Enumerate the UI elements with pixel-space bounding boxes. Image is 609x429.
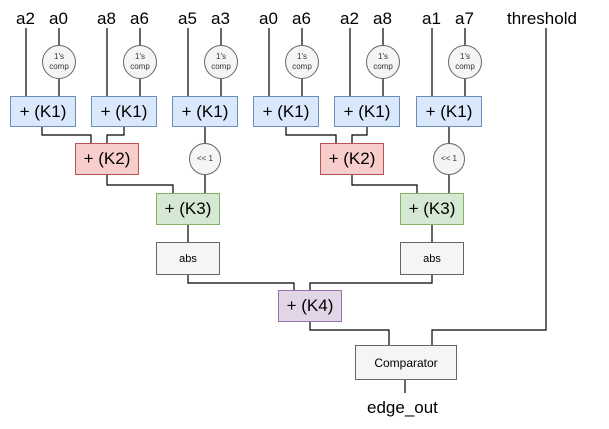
adder-k1: + (K1) <box>253 96 319 127</box>
input-label-a0: a0 <box>259 9 278 28</box>
shift-left-node: << 1 <box>433 143 465 175</box>
input-label-a2: a2 <box>340 9 359 28</box>
input-label-a0: a0 <box>49 9 68 28</box>
input-label-a8: a8 <box>97 9 116 28</box>
shift-left-label: << 1 <box>440 154 457 163</box>
adder-k1: + (K1) <box>91 96 157 127</box>
adder-k1: + (K1) <box>172 96 238 127</box>
ones-comp-line1: 1's <box>460 52 470 61</box>
input-label-a7: a7 <box>455 9 474 28</box>
ones-complement-node: 1's comp <box>366 45 400 79</box>
ones-comp-line2: comp <box>49 62 69 71</box>
adder-k1: + (K1) <box>416 96 482 127</box>
adder-k3: + (K3) <box>156 193 220 225</box>
ones-comp-line2: comp <box>292 62 312 71</box>
abs-block: abs <box>156 242 220 275</box>
adder-k4: + (K4) <box>278 290 342 322</box>
input-label-a3: a3 <box>211 9 230 28</box>
shift-left-label: << 1 <box>196 154 213 163</box>
comparator-block: Comparator <box>355 345 457 380</box>
ones-complement-node: 1's comp <box>285 45 319 79</box>
adder-k2: + (K2) <box>320 143 384 175</box>
ones-complement-node: 1's comp <box>42 45 76 79</box>
ones-comp-line2: comp <box>373 62 393 71</box>
ones-complement-node: 1's comp <box>204 45 238 79</box>
adder-k1: + (K1) <box>10 96 76 127</box>
ones-comp-line2: comp <box>211 62 231 71</box>
adder-k2: + (K2) <box>75 143 139 175</box>
ones-comp-line2: comp <box>130 62 150 71</box>
input-label-a2: a2 <box>16 9 35 28</box>
ones-comp-line1: 1's <box>297 52 307 61</box>
output-label: edge_out <box>367 398 438 417</box>
ones-comp-line1: 1's <box>378 52 388 61</box>
ones-comp-line1: 1's <box>54 52 64 61</box>
ones-comp-line2: comp <box>455 62 475 71</box>
shift-left-node: << 1 <box>189 143 221 175</box>
input-label-a8: a8 <box>373 9 392 28</box>
input-label-a5: a5 <box>178 9 197 28</box>
input-label-a6: a6 <box>292 9 311 28</box>
ones-complement-node: 1's comp <box>123 45 157 79</box>
ones-comp-line1: 1's <box>135 52 145 61</box>
threshold-label: threshold <box>507 9 577 28</box>
ones-comp-line1: 1's <box>216 52 226 61</box>
adder-k3: + (K3) <box>400 193 464 225</box>
input-label-a6: a6 <box>130 9 149 28</box>
input-label-a1: a1 <box>422 9 441 28</box>
adder-k1: + (K1) <box>334 96 400 127</box>
ones-complement-node: 1's comp <box>448 45 482 79</box>
abs-block: abs <box>400 242 464 275</box>
